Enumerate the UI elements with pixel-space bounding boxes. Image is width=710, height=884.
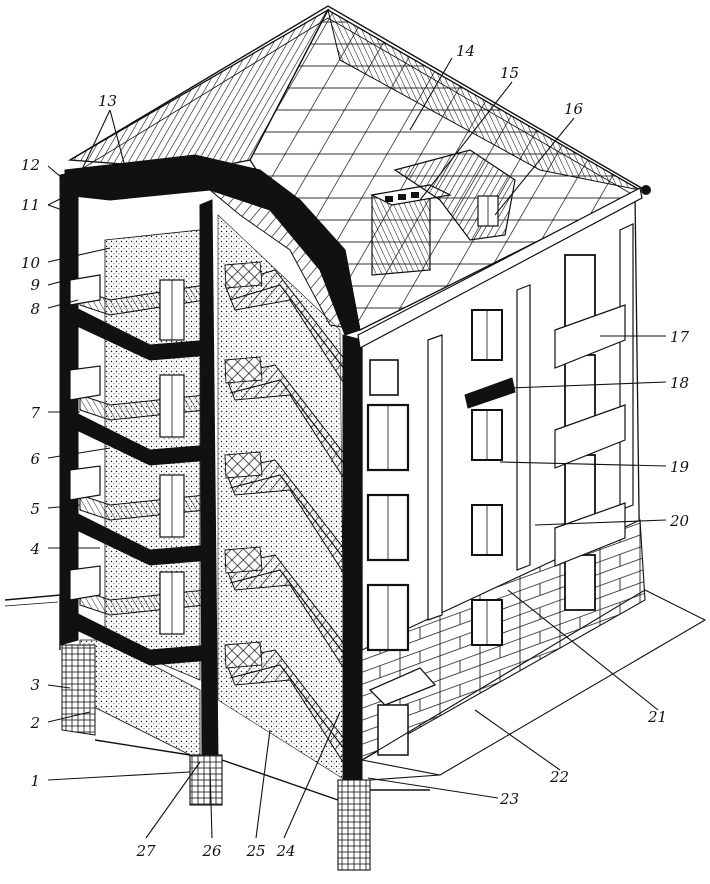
foundation-footing	[189, 754, 223, 806]
callout-6: 6	[30, 450, 40, 468]
foundation-footing	[337, 779, 371, 871]
stair-flight	[224, 649, 346, 767]
callout-27: 27	[135, 842, 156, 860]
entrance	[368, 667, 437, 756]
stair-flight	[224, 554, 346, 672]
callout-11: 11	[21, 196, 40, 214]
interior-doors	[159, 279, 185, 635]
window-hood	[464, 377, 516, 409]
callout-12: 12	[21, 156, 40, 174]
callout-13: 13	[98, 92, 117, 110]
callout-20: 20	[669, 512, 690, 530]
leader-lines	[47, 57, 667, 839]
callout-7: 7	[30, 404, 40, 422]
callout-15: 15	[500, 64, 519, 82]
stair-flight	[224, 269, 346, 387]
callout-5: 5	[30, 500, 40, 518]
callout-16: 16	[564, 100, 584, 118]
basement-foundation-left	[61, 644, 96, 736]
roof	[64, 5, 651, 336]
balconies-left	[69, 274, 101, 601]
callout-24: 24	[275, 842, 295, 860]
callout-18: 18	[670, 374, 689, 392]
cut-section-left	[4, 171, 211, 761]
callouts-right: 17 18 19 20 21 22 23	[499, 328, 690, 808]
callout-23: 23	[499, 790, 519, 808]
windows	[366, 309, 503, 652]
staircase	[217, 214, 346, 781]
callout-22: 22	[549, 768, 569, 786]
foundation	[94, 739, 430, 871]
callout-4: 4	[29, 540, 40, 558]
callout-17: 17	[670, 328, 690, 346]
blind-area	[360, 589, 707, 776]
callout-26: 26	[201, 842, 222, 860]
callout-2: 2	[29, 714, 40, 732]
callout-10: 10	[21, 254, 41, 272]
callouts-top: 13 14 15 16	[98, 42, 584, 118]
callout-8: 8	[30, 300, 40, 318]
callout-3: 3	[30, 676, 40, 694]
dormer	[393, 149, 516, 241]
stair-flight	[224, 459, 346, 577]
callout-14: 14	[456, 42, 475, 60]
callout-25: 25	[245, 842, 265, 860]
stair-flight	[224, 364, 346, 482]
callout-21: 21	[647, 708, 667, 726]
callouts-left: 12 11 10 9 8 7 6 5 4 3 2 1	[21, 156, 41, 790]
balconies-right	[554, 304, 626, 567]
front-facade	[357, 187, 707, 781]
callout-19: 19	[670, 458, 690, 476]
callout-1: 1	[30, 772, 40, 790]
callouts-bottom: 27 26 25 24	[135, 842, 295, 860]
callout-9: 9	[30, 276, 40, 294]
ventilation-stack	[370, 184, 452, 276]
